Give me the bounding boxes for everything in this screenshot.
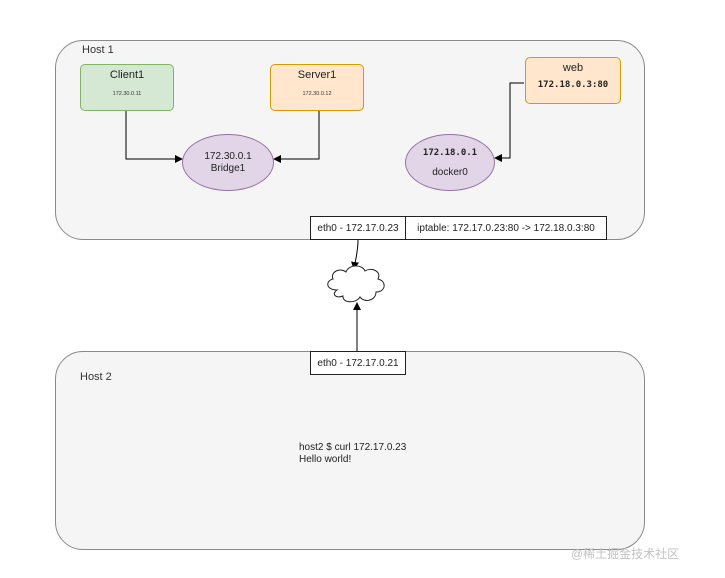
docker0-name: docker0 [432, 167, 468, 179]
server1-node[interactable]: Server1 172.30.0.12 [270, 64, 364, 111]
bridge1-ip: 172.30.0.1 [204, 151, 251, 163]
host1-eth0-box[interactable]: eth0 - 172.17.0.23 [310, 216, 406, 240]
client1-ip: 172.30.0.11 [81, 91, 173, 97]
server1-name: Server1 [271, 69, 363, 81]
host2-terminal-output: host2 $ curl 172.17.0.23 Hello world! [299, 442, 406, 466]
curl-command: host2 $ curl 172.17.0.23 [299, 442, 406, 454]
web-name: web [526, 62, 620, 74]
docker0-node[interactable]: 172.18.0.1 docker0 [405, 134, 495, 191]
web-node[interactable]: web 172.18.0.3:80 [525, 57, 621, 104]
cloud-icon [328, 266, 384, 302]
host2-eth0-box[interactable]: eth0 - 172.17.0.21 [310, 351, 406, 375]
iptable-box[interactable]: iptable: 172.17.0.23:80 -> 172.18.0.3:80 [405, 216, 607, 240]
eth0-host1-to-cloud-line [354, 240, 358, 269]
client-to-bridge-line [126, 111, 182, 159]
client1-name: Client1 [81, 69, 173, 81]
curl-response: Hello world! [299, 454, 406, 466]
watermark: @稀土掘金技术社区 [571, 545, 679, 562]
client1-node[interactable]: Client1 172.30.0.11 [80, 64, 174, 111]
bridge1-name: Bridge1 [211, 163, 245, 175]
web-address: 172.18.0.3:80 [526, 80, 620, 90]
server1-ip: 172.30.0.12 [271, 91, 363, 97]
web-to-docker-line [495, 83, 524, 158]
bridge1-node[interactable]: 172.30.0.1 Bridge1 [182, 134, 274, 191]
docker0-ip: 172.18.0.1 [423, 147, 477, 159]
server-to-bridge-line [274, 111, 319, 159]
